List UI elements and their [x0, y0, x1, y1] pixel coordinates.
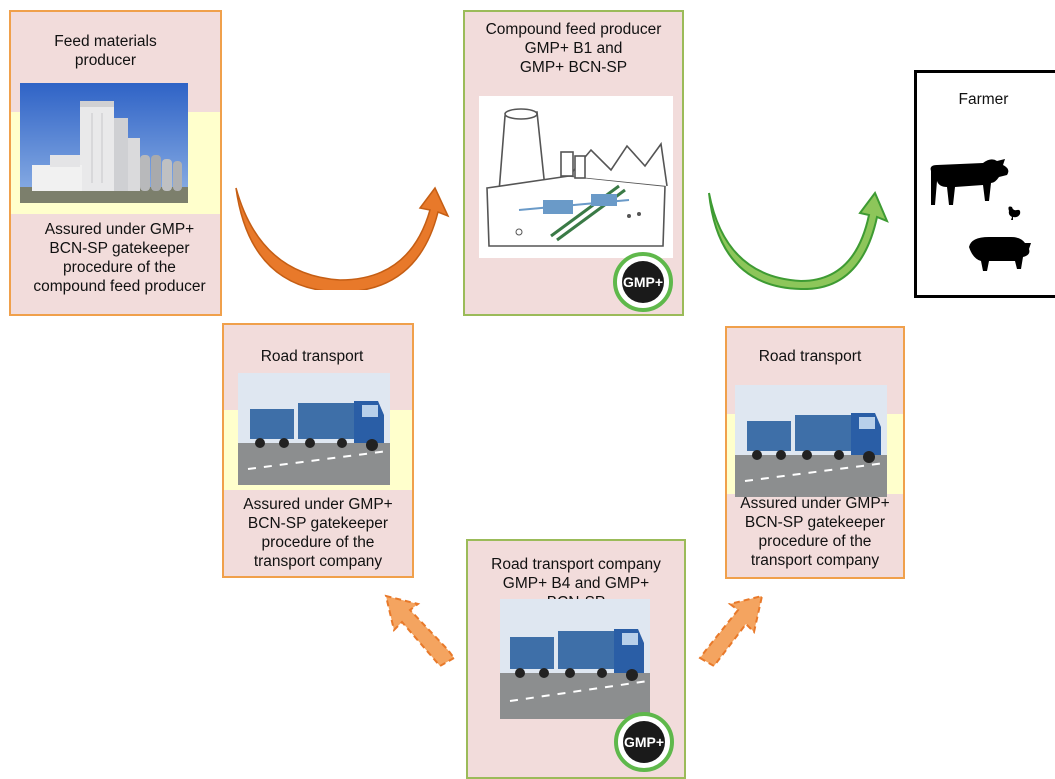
- gmp-logo-text: GMP+: [623, 274, 663, 290]
- silo-photo: [20, 83, 188, 203]
- orange-curved-arrow: [235, 186, 450, 290]
- green-curved-arrow: [708, 191, 889, 290]
- chicken-icon: [1008, 206, 1021, 220]
- truck-photo: [500, 599, 650, 719]
- compound-feed-title: Compound feed producer GMP+ B1 and GMP+ …: [485, 21, 662, 76]
- compound-feed-box: Compound feed producer GMP+ B1 and GMP+ …: [463, 10, 684, 316]
- truck-photo: [735, 385, 887, 497]
- road-transport-left-title: Road transport: [260, 348, 364, 365]
- dashed-arrow-right: [698, 594, 764, 668]
- gmp-logo: GMP+: [613, 252, 673, 312]
- feed-materials-note: Assured under GMP+ BCN-SP gatekeeper pro…: [33, 221, 206, 295]
- road-transport-right-note: Assured under GMP+ BCN-SP gatekeeper pro…: [740, 495, 890, 569]
- gmp-logo-text: GMP+: [624, 734, 664, 750]
- feed-materials-box: Feed materials producer Assured under GM…: [9, 10, 222, 316]
- road-transport-left-box: Road transport Assured under GMP+ BCN-SP…: [222, 323, 414, 578]
- truck-photo: [238, 373, 390, 485]
- pig-icon: [969, 237, 1031, 271]
- road-transport-left-note: Assured under GMP+ BCN-SP gatekeeper pro…: [243, 496, 393, 570]
- road-transport-right-title: Road transport: [758, 348, 862, 365]
- road-transport-right-box: Road transport Assured under GMP+ BCN-SP…: [725, 326, 905, 579]
- factory-drawing: [479, 96, 673, 258]
- cow-icon: [930, 159, 1009, 205]
- gmp-logo: GMP+: [614, 712, 674, 772]
- farmer-box: Farmer: [914, 70, 1055, 298]
- feed-materials-title: Feed materials producer: [54, 33, 157, 69]
- farmer-title: Farmer: [958, 91, 1009, 108]
- transport-company-box: Road transport company GMP+ B4 and GMP+ …: [466, 539, 686, 779]
- dashed-arrow-left: [384, 594, 456, 668]
